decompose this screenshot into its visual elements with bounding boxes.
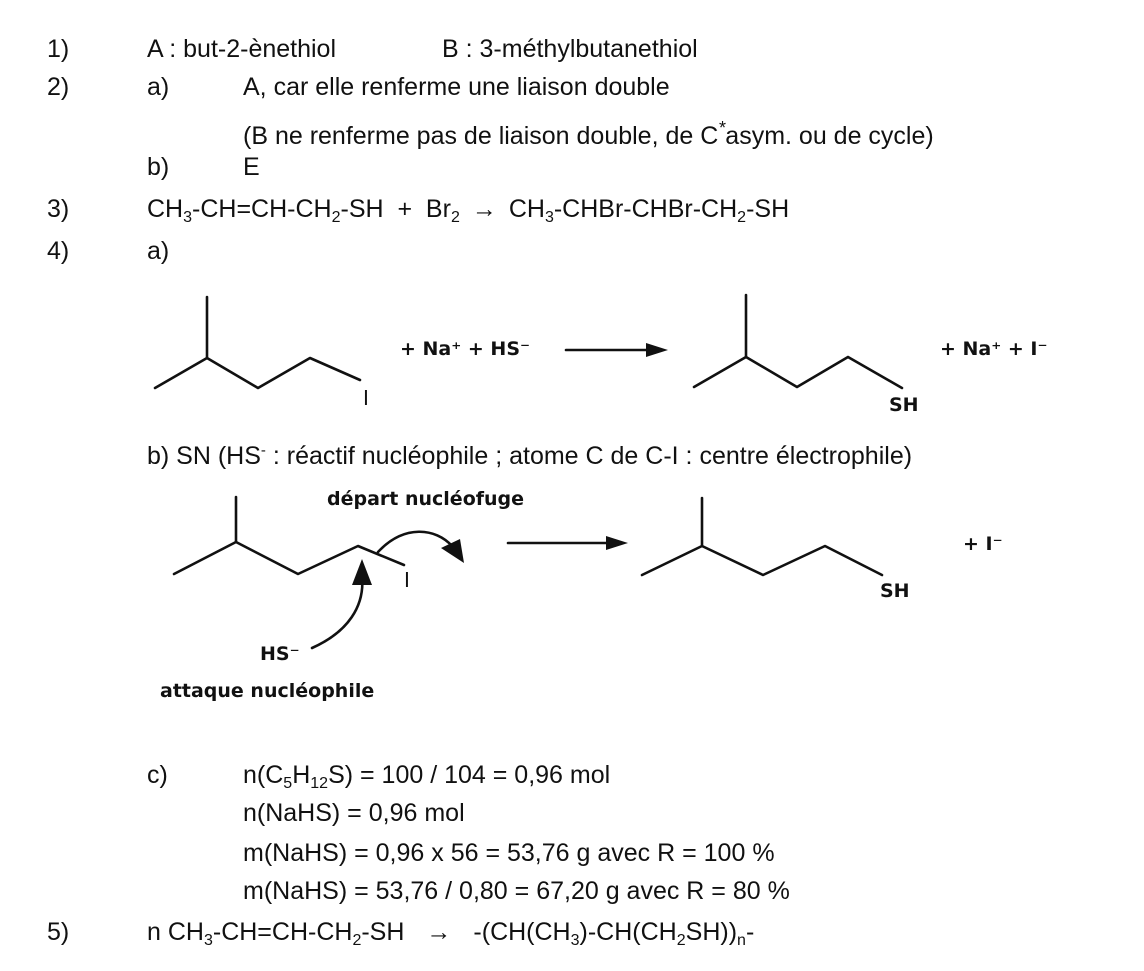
products-label: + Na⁺ + I⁻: [940, 338, 1048, 360]
q4c-calc-1: n(C5H12S) = 100 / 104 = 0,96 mol: [243, 761, 611, 792]
nucleofuge-arrowhead: [441, 539, 464, 563]
q2b-text: E: [243, 153, 260, 181]
q1-answer-a: A : but-2-ènethiol: [147, 35, 337, 63]
q3-arrow: →: [471, 195, 497, 223]
q2a-text: A, car elle renferme une liaison double: [243, 73, 670, 101]
q5-number: 5): [47, 918, 70, 946]
q4c-label: c): [147, 761, 168, 789]
depart-nucleofuge-label: départ nucléofuge: [327, 488, 525, 510]
mechanism-sh-label: SH: [880, 580, 910, 602]
iodine-atom-label: I: [363, 386, 369, 410]
mechanism-iodine-label: I: [404, 568, 410, 592]
q2a-label: a): [147, 73, 170, 101]
q1-number: 1): [47, 35, 70, 63]
q4c-calc-4: m(NaHS) = 53,76 / 0,80 = 67,20 g avec R …: [243, 877, 790, 905]
thiol-skeleton: [692, 355, 904, 390]
attack-arrowhead: [352, 559, 372, 585]
q4c-calc-2: n(NaHS) = 0,96 mol: [243, 799, 465, 827]
q2-note-post: asym. ou de cycle): [725, 122, 934, 150]
mechanism-product-skeleton: [640, 544, 884, 577]
q4-number: 4): [47, 237, 70, 265]
q2-note-pre: (B ne renferme pas de liaison double, de…: [243, 122, 719, 150]
mechanism-reaction-arrow-head: [606, 536, 628, 550]
q5-arrow: →: [426, 918, 452, 946]
q1-answer-b: B : 3-méthylbutanethiol: [442, 35, 698, 63]
iodoalkane-skeleton: [153, 356, 362, 390]
q4c-calc-3: m(NaHS) = 0,96 x 56 = 53,76 g avec R = 1…: [243, 839, 775, 867]
q3-equation: CH3-CH=CH-CH2-SH + Br2→CH3-CHBr-CHBr-CH2…: [147, 195, 790, 226]
q4b-line: b) SN (HS- : réactif nucléophile ; atome…: [147, 436, 912, 471]
q2-note-mark: *: [718, 118, 726, 138]
q4b-text-end: : réactif nucléophile ; atome C de C-I :…: [265, 442, 913, 470]
reagents-label: + Na⁺ + HS⁻: [400, 338, 531, 360]
q4a-label: a): [147, 237, 170, 265]
mechanism-substrate-skeleton: [172, 540, 406, 576]
q2-note: (B ne renferme pas de liaison double, de…: [243, 113, 934, 151]
q2-number: 2): [47, 73, 70, 101]
q2b-label: b): [147, 153, 170, 181]
q5-equation: n CH3-CH=CH-CH2-SH→-(CH(CH3)-CH(CH2SH))n…: [147, 918, 755, 949]
reaction-arrow-head: [646, 343, 668, 357]
thiol-sh-label: SH: [889, 394, 919, 416]
q3-number: 3): [47, 195, 70, 223]
nucleofuge-curved-arrow: [376, 530, 454, 554]
q4b-superscript: -: [260, 442, 266, 459]
mechanism-iodide-label: + I⁻: [963, 533, 1003, 555]
q4b-text-start: b) SN (HS: [147, 442, 261, 470]
attaque-nucleophile-label: attaque nucléophile: [160, 680, 375, 702]
attack-curved-arrow: [310, 574, 364, 650]
hs-nucleophile-label: HS⁻: [260, 643, 300, 665]
